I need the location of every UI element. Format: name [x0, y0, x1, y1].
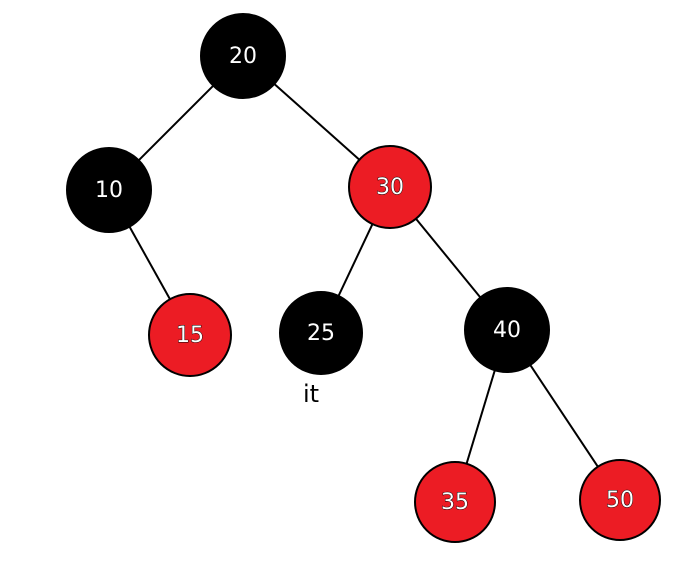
node-circle-25 [279, 291, 363, 375]
tree-edges [128, 83, 599, 468]
tree-node-10: 10 [66, 147, 152, 233]
edge-20-30 [273, 83, 361, 161]
tree-node-25: 25 [279, 291, 363, 375]
edge-30-25 [337, 223, 374, 297]
node-label-30: 30 [376, 175, 404, 200]
tree-node-30: 30 [348, 145, 432, 229]
tree-node-40: 40 [464, 287, 550, 373]
tree-node-15: 15 [148, 293, 232, 377]
node-label-35: 35 [441, 490, 469, 515]
node-circle-30 [348, 145, 432, 229]
node-label-20: 20 [229, 44, 257, 69]
node-label-10: 10 [95, 178, 123, 203]
edge-40-35 [465, 369, 496, 465]
node-circle-10 [66, 147, 152, 233]
tree-node-20: 20 [200, 13, 286, 99]
tree-nodes: 20 10 30 15 25 40 35 50 [66, 13, 661, 543]
edge-20-10 [137, 84, 215, 162]
node-circle-40 [464, 287, 550, 373]
node-label-15: 15 [176, 323, 204, 348]
pointer-label-it: it [303, 380, 319, 408]
edge-40-50 [529, 364, 599, 468]
node-label-50: 50 [606, 488, 634, 513]
node-label-40: 40 [493, 318, 521, 343]
edge-30-40 [415, 218, 482, 299]
node-circle-35 [414, 461, 496, 543]
node-circle-50 [579, 459, 661, 541]
node-circle-20 [200, 13, 286, 99]
node-label-25: 25 [307, 321, 335, 346]
node-circle-15 [148, 293, 232, 377]
tree-node-35: 35 [414, 461, 496, 543]
tree-node-50: 50 [579, 459, 661, 541]
edge-10-15 [128, 226, 171, 300]
